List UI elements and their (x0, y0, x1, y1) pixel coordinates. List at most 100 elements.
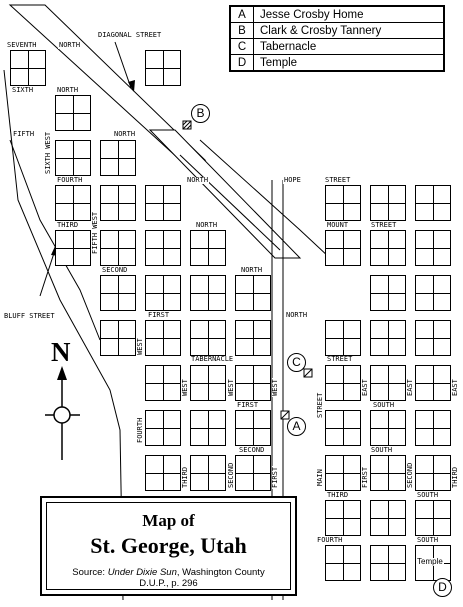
legend-key: A (230, 6, 254, 23)
city-block (145, 275, 181, 311)
city-block (325, 545, 361, 581)
label-south-d: SOUTH (416, 536, 440, 544)
city-block (370, 500, 406, 536)
title-box: Map of St. George, Utah Source: Under Di… (40, 496, 297, 596)
city-block (100, 230, 136, 266)
city-block (100, 275, 136, 311)
city-block (55, 140, 91, 176)
legend-label: Tabernacle (253, 38, 444, 55)
city-block (370, 365, 406, 401)
city-block (10, 50, 46, 86)
label-west-a: WEST (136, 337, 144, 356)
city-block (190, 410, 226, 446)
label-diagonal-street: DIAGONAL STREET (97, 31, 163, 39)
city-block (370, 455, 406, 491)
city-block (415, 410, 451, 446)
label-east-a: EAST (361, 378, 369, 397)
label-sixth: SIXTH (11, 86, 35, 94)
city-block (190, 365, 226, 401)
label-north-1: NORTH (58, 41, 82, 49)
city-block (325, 455, 361, 491)
city-block (145, 230, 181, 266)
city-block (235, 410, 271, 446)
label-north-6: NORTH (240, 266, 264, 274)
city-block (325, 410, 361, 446)
label-mount: MOUNT (326, 221, 350, 229)
source-suffix: , Washington County (176, 567, 265, 578)
marker-c: C (287, 353, 306, 372)
city-block (325, 185, 361, 221)
city-block (415, 365, 451, 401)
title-line-2: St. George, Utah (90, 533, 247, 558)
label-west-c: WEST (227, 378, 235, 397)
label-fifth-west: FIFTH WEST (91, 210, 99, 255)
label-east-b: EAST (406, 378, 414, 397)
compass-north: N (51, 337, 71, 367)
label-north-7: NORTH (285, 311, 309, 319)
city-block (325, 320, 361, 356)
label-main-v: MAIN (316, 468, 324, 487)
city-block (235, 320, 271, 356)
city-block (55, 230, 91, 266)
label-second-s: SECOND (238, 446, 266, 454)
city-block (190, 320, 226, 356)
city-block (370, 230, 406, 266)
label-north-3: NORTH (113, 130, 137, 138)
city-block (100, 320, 136, 356)
city-block (415, 275, 451, 311)
label-street-main: STREET (316, 391, 324, 419)
label-hope: HOPE (283, 176, 302, 184)
label-second-ev: SECOND (406, 461, 414, 489)
city-block (415, 230, 451, 266)
label-bluff-street: BLUFF STREET (3, 312, 56, 320)
label-first-ev: FIRST (361, 465, 369, 489)
label-east-c: EAST (451, 378, 459, 397)
label-third-s: THIRD (326, 491, 350, 499)
city-block (100, 185, 136, 221)
label-first-s: FIRST (236, 401, 260, 409)
city-block (235, 365, 271, 401)
label-north-5: NORTH (195, 221, 219, 229)
label-first-v: FIRST (271, 465, 279, 489)
city-block (190, 455, 226, 491)
city-block (145, 50, 181, 86)
label-third: THIRD (56, 221, 80, 229)
marker-d: D (433, 578, 452, 597)
city-block (100, 140, 136, 176)
label-west-b: WEST (181, 378, 189, 397)
label-temple: Temple (416, 557, 444, 566)
label-sixth-west: SIXTH WEST (44, 130, 52, 175)
city-block (145, 410, 181, 446)
source-italic: Under Dixie Sun (107, 567, 177, 578)
label-fourth-v: FOURTH (136, 416, 144, 444)
city-block (325, 230, 361, 266)
label-street-tab: STREET (326, 355, 354, 363)
city-block (145, 185, 181, 221)
source-line-2: D.U.P., p. 296 (139, 578, 198, 589)
label-south-c: SOUTH (416, 491, 440, 499)
source-line-1: Source: Under Dixie Sun, Washington Coun… (47, 567, 290, 578)
city-block (370, 320, 406, 356)
source-prefix: Source: (72, 567, 108, 578)
marker-a: A (287, 417, 306, 436)
city-block (55, 95, 91, 131)
label-second: SECOND (101, 266, 129, 274)
legend-label: Jesse Crosby Home (253, 6, 444, 23)
label-fourth-s: FOURTH (316, 536, 344, 544)
city-block (145, 320, 181, 356)
city-block (370, 410, 406, 446)
label-north-2: NORTH (56, 86, 80, 94)
legend-label: Clark & Crosby Tannery (253, 22, 444, 39)
city-block (325, 500, 361, 536)
marker-b: B (191, 104, 210, 123)
label-west-d: WEST (271, 378, 279, 397)
city-block (415, 185, 451, 221)
city-block (235, 455, 271, 491)
city-block (325, 365, 361, 401)
